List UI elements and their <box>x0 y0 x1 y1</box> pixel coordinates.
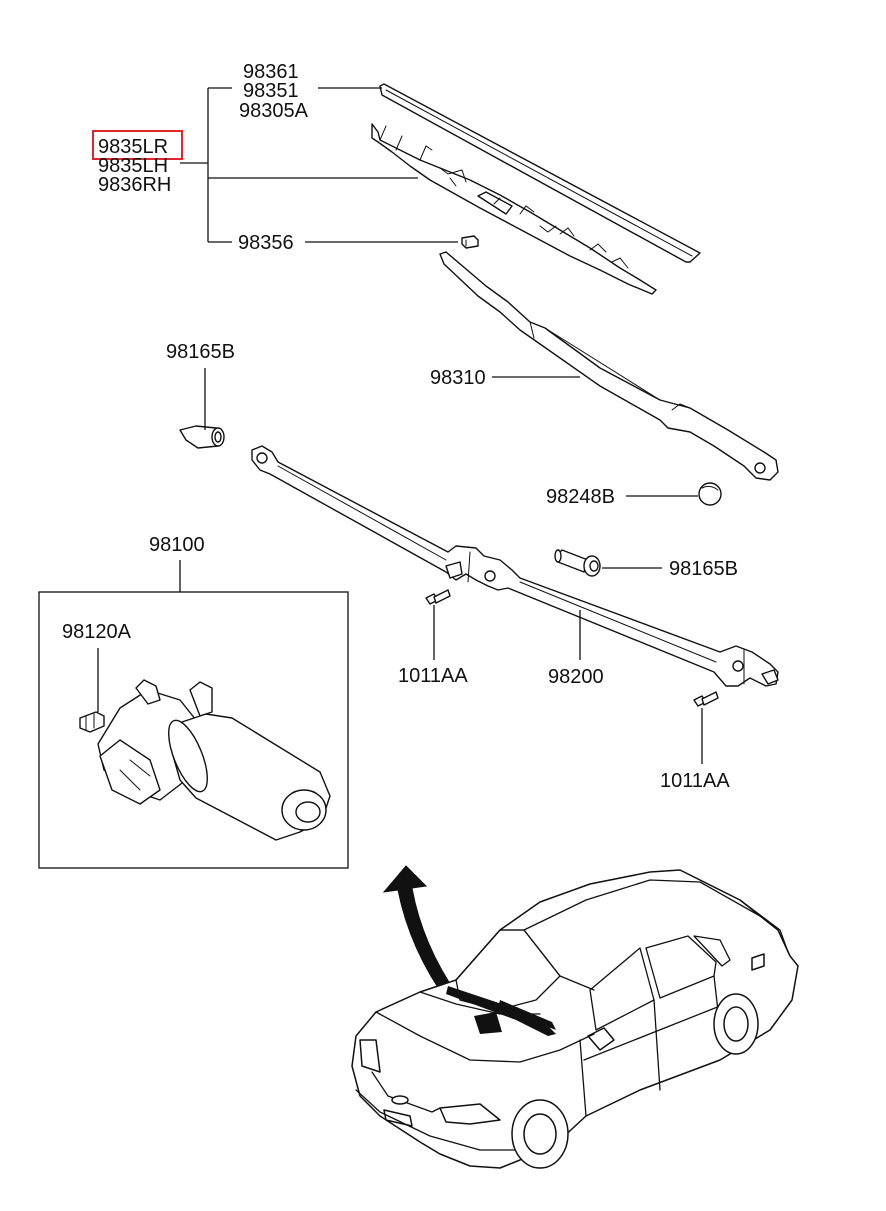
wiper-blade-assembly[interactable] <box>371 123 657 295</box>
label-98356: 98356 <box>238 232 294 254</box>
label-9835LR[interactable]: 9835LR <box>98 136 168 158</box>
label-98361: 98361 <box>243 61 299 83</box>
label-9836RH: 9836RH <box>98 174 171 196</box>
label-98200: 98200 <box>548 666 604 688</box>
location-arrow <box>382 865 459 1003</box>
bushing-right[interactable] <box>554 549 601 577</box>
bushing-top[interactable] <box>179 425 225 449</box>
car-illustration <box>351 869 799 1169</box>
leader-lines <box>97 87 703 764</box>
bolt-right[interactable] <box>693 691 719 707</box>
pivot-cap[interactable] <box>698 482 722 506</box>
label-1011AA-left: 1011AA <box>398 665 468 687</box>
wiper-arm[interactable] <box>439 251 779 481</box>
bolt-left[interactable] <box>425 589 451 605</box>
wiper-clip[interactable] <box>461 235 479 249</box>
label-98120A: 98120A <box>62 621 132 643</box>
motor-connector[interactable] <box>79 711 105 733</box>
wiper-motor[interactable] <box>97 679 331 841</box>
label-98310: 98310 <box>430 367 486 389</box>
label-1011AA-right: 1011AA <box>660 770 730 792</box>
label-9835LH: 9835LH <box>98 155 168 177</box>
wiper-blade-refill[interactable] <box>379 83 701 263</box>
wiper-linkage[interactable] <box>251 445 779 687</box>
label-98100: 98100 <box>149 534 205 556</box>
label-98351: 98351 <box>243 80 299 102</box>
motor-detail-box <box>38 591 349 869</box>
label-98165B-right: 98165B <box>669 558 738 580</box>
label-98165B-top: 98165B <box>166 341 235 363</box>
highlight-box <box>92 130 183 160</box>
label-98248B: 98248B <box>546 486 615 508</box>
label-98305A: 98305A <box>239 100 309 122</box>
